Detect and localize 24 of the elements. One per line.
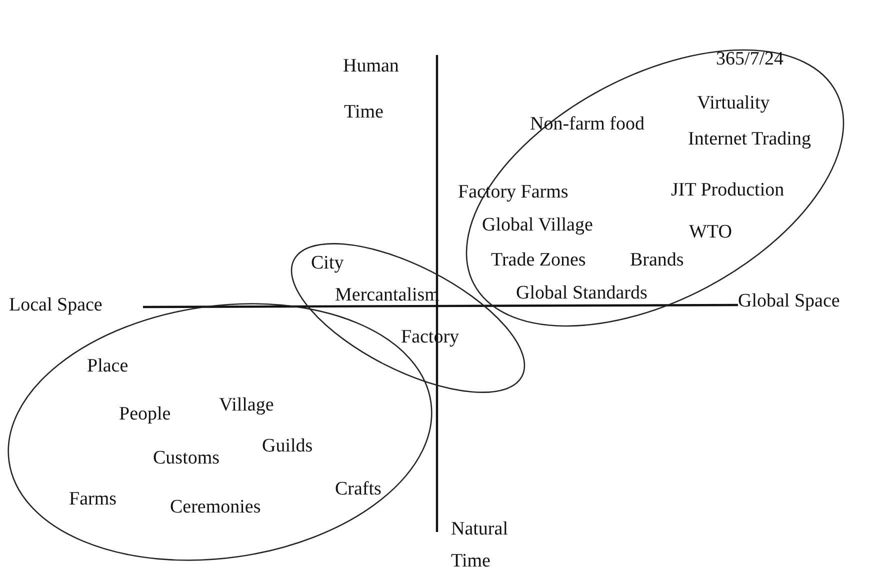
term-label: Customs <box>153 448 220 470</box>
axis-label: Time <box>344 102 384 124</box>
term-label: JIT Production <box>671 180 784 202</box>
term-label: Virtuality <box>697 94 770 114</box>
term-label: Ceremonies <box>170 498 261 518</box>
term-label: Farms <box>69 490 116 510</box>
term-label: Brands <box>630 250 684 272</box>
axis-label: Local Space <box>9 296 102 316</box>
term-label: City <box>311 254 344 274</box>
term-label: Place <box>87 356 128 378</box>
term-label: Guilds <box>262 436 313 458</box>
axis-label: Time <box>451 552 490 572</box>
term-label: Trade Zones <box>491 250 586 272</box>
term-label: 365/7/24 <box>716 50 784 70</box>
term-label: Global Standards <box>516 284 648 304</box>
axis-label: Human <box>343 56 399 78</box>
term-label: Crafts <box>335 480 382 500</box>
axis-label: Global Space <box>738 292 840 312</box>
term-label: WTO <box>689 222 732 244</box>
term-label: Village <box>219 396 274 416</box>
term-label: People <box>119 404 171 426</box>
term-label: Global Village <box>482 216 593 236</box>
axis-label: Natural <box>451 520 508 540</box>
term-label: Internet Trading <box>688 130 811 150</box>
